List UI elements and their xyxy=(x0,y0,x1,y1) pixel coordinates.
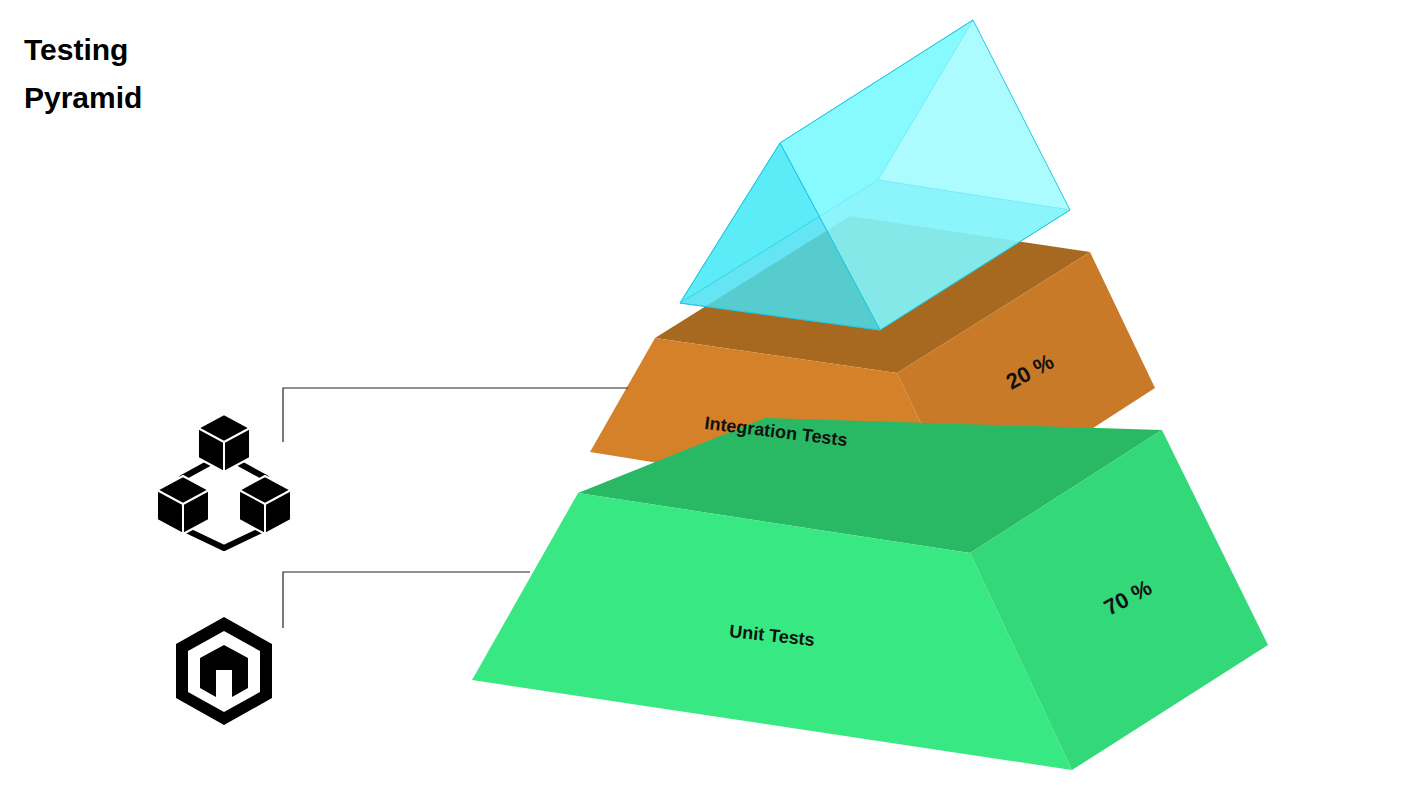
band-shape xyxy=(588,214,1158,514)
leader-line xyxy=(283,388,628,442)
band-face xyxy=(970,430,1268,770)
leader-line xyxy=(283,572,530,628)
band-face xyxy=(472,493,1072,770)
pyramid-band: Unit Tests 70 % xyxy=(470,398,1270,773)
pyramid-band: Integration Tests 20 % xyxy=(588,214,1158,514)
band-label: Integration Tests xyxy=(703,413,848,451)
band-label: Unit Tests xyxy=(728,621,815,651)
percentage-label: 70 % xyxy=(1100,575,1156,622)
percentage-label: 20 % xyxy=(1002,349,1058,396)
integration-icon-cubes xyxy=(157,414,291,534)
title: Testing Pyramid xyxy=(24,26,174,122)
unit-icon xyxy=(176,617,272,725)
